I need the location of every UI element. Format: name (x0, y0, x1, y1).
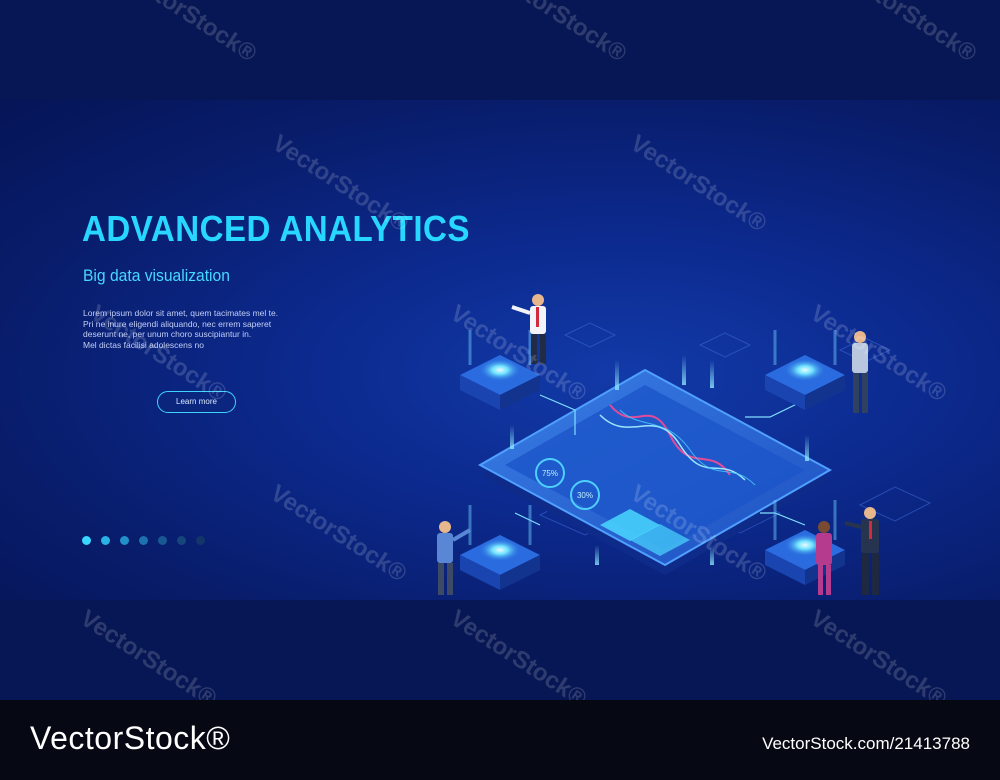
carousel-dot[interactable] (158, 536, 167, 545)
carousel-dot[interactable] (139, 536, 148, 545)
connector-lines (514, 394, 806, 526)
pod-bottom-right (765, 500, 845, 585)
badge-label: 75% (542, 469, 558, 478)
footer-bar: VectorStock® VectorStock.com/21413788 (0, 700, 1000, 780)
person-bottom-right-woman (816, 521, 832, 595)
carousel-dot[interactable] (177, 536, 186, 545)
learn-more-button[interactable]: Learn more (157, 391, 236, 413)
description-line: Lorem ipsum dolor sit amet, quem tacimat… (83, 308, 279, 318)
hero-banner: ADVANCED ANALYTICS Big data visualizatio… (0, 100, 1000, 600)
pod-top-right (765, 330, 845, 410)
person-bottom-left (437, 521, 472, 595)
pod-top-left (460, 330, 540, 410)
description-line: deserunt ne, per unum choro suscipiantur… (83, 329, 252, 339)
description-text: Lorem ipsum dolor sit amet, quem tacimat… (83, 308, 283, 350)
bottom-band (0, 600, 1000, 700)
analytics-illustration: 75% 30% (437, 294, 932, 595)
carousel-dot[interactable] (82, 536, 91, 545)
footer-brand-logo: VectorStock® (30, 720, 231, 756)
pod-bottom-left (460, 505, 540, 590)
carousel-dot[interactable] (120, 536, 129, 545)
carousel-dot[interactable] (101, 536, 110, 545)
description-line: Mel dictas facilisi adolescens no (83, 339, 204, 350)
light-beams (510, 355, 809, 565)
top-band (0, 0, 1000, 100)
watermark: VectorStock® (265, 479, 412, 588)
description-line: Pri ne inure eligendi aliquando, nec err… (83, 318, 272, 329)
page-title: ADVANCED ANALYTICS (82, 208, 470, 249)
tablet-screen: 75% 30% (477, 368, 833, 575)
person-top (511, 294, 546, 364)
page-subtitle: Big data visualization (83, 266, 230, 285)
person-top-right (852, 331, 868, 413)
carousel-dot[interactable] (196, 536, 205, 545)
badge-label: 30% (577, 491, 593, 500)
footer-image-id: VectorStock.com/21413788 (762, 734, 970, 753)
person-bottom-right-man (844, 507, 879, 595)
